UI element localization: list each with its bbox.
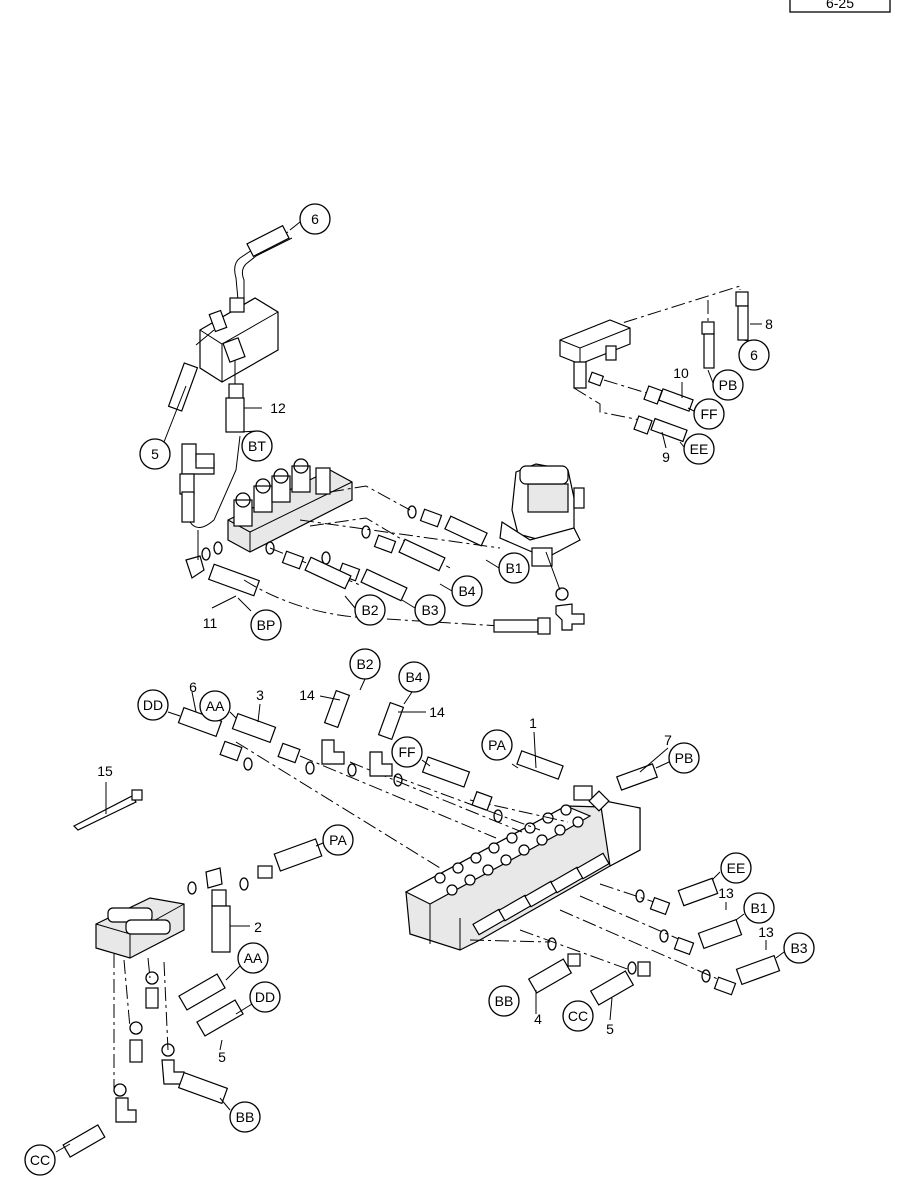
- bubble-PB-top: PB: [712, 369, 744, 401]
- bubble-DD-lower: DD: [249, 981, 281, 1013]
- bubble-B3-lower: B3: [783, 932, 815, 964]
- bubble-B1-top: B1: [498, 552, 530, 584]
- svg-text:PB: PB: [675, 750, 694, 766]
- svg-text:EE: EE: [690, 441, 709, 457]
- page-number-box: [789, 0, 891, 13]
- bubble-6-right: 6: [738, 339, 770, 371]
- bubble-FF-top: FF: [693, 398, 725, 430]
- callout-5-right: 5: [606, 1021, 614, 1037]
- bubble-CC-right: CC: [562, 1000, 594, 1032]
- svg-text:B1: B1: [505, 560, 522, 576]
- callout-5-lower: 5: [218, 1049, 226, 1065]
- callout-2: 2: [254, 919, 262, 935]
- bubble-PA-lower: PA: [322, 824, 354, 856]
- bubble-AA-top: AA: [199, 690, 231, 722]
- main-control-valve: [404, 785, 641, 951]
- bubble-B4-mid: B4: [398, 661, 430, 693]
- svg-text:PA: PA: [329, 832, 347, 848]
- callout-11: 11: [203, 615, 218, 631]
- page-number: 6-25: [826, 0, 854, 11]
- bubble-B4-top: B4: [451, 575, 483, 607]
- svg-text:B4: B4: [458, 583, 475, 599]
- callout-15: 15: [97, 763, 113, 779]
- bubble-leaders: [55, 221, 785, 1153]
- bubble-EE-top: EE: [683, 433, 715, 465]
- bubble-EE-lower: EE: [720, 852, 752, 884]
- callout-1: 1: [529, 715, 537, 731]
- pilot-pump-unit: [493, 463, 585, 635]
- svg-text:BB: BB: [236, 1109, 255, 1125]
- svg-text:DD: DD: [255, 989, 275, 1005]
- svg-text:5: 5: [151, 446, 159, 462]
- callout-13-upper: 13: [718, 885, 734, 901]
- bubble-BB-lower: BB: [229, 1101, 261, 1133]
- bubble-PA-mid: PA: [481, 729, 513, 761]
- svg-text:FF: FF: [700, 406, 717, 422]
- callout-14-left: 14: [299, 687, 315, 703]
- upper-valve-assembly: [167, 224, 353, 597]
- bubble-BT: BT: [241, 430, 273, 462]
- svg-text:FF: FF: [398, 744, 415, 760]
- callout-9: 9: [662, 449, 670, 465]
- svg-text:EE: EE: [727, 860, 746, 876]
- bubble-B1-lower: B1: [743, 892, 775, 924]
- bubble-B3-top: B3: [414, 594, 446, 626]
- bubble-FF-mid: FF: [391, 736, 423, 768]
- bubble-BP: BP: [250, 609, 282, 641]
- svg-text:B4: B4: [405, 669, 422, 685]
- svg-text:DD: DD: [143, 697, 163, 713]
- upper-right-manifold: [559, 285, 749, 443]
- bubble-CC-lower: CC: [24, 1144, 56, 1176]
- svg-text:BB: BB: [495, 993, 514, 1009]
- callout-6: 6: [189, 679, 197, 695]
- callout-14-right: 14: [429, 704, 445, 720]
- svg-text:B3: B3: [790, 940, 807, 956]
- bubble-AA-lower: AA: [237, 942, 269, 974]
- callout-3: 3: [256, 687, 264, 703]
- bubble-BB-right: BB: [488, 985, 520, 1017]
- circled-labels: 6 5 BT BP B2 B3 B4 B1 6 PB FF EE B2 B4 D…: [24, 203, 815, 1176]
- bubble-DD-top: DD: [137, 689, 169, 721]
- svg-text:PA: PA: [488, 737, 506, 753]
- callout-12: 12: [270, 400, 286, 416]
- callout-13-lower: 13: [758, 924, 774, 940]
- upper-fitting-row: [265, 505, 488, 602]
- svg-text:B2: B2: [356, 656, 373, 672]
- svg-text:6: 6: [750, 347, 758, 363]
- callout-10: 10: [673, 365, 689, 381]
- svg-text:CC: CC: [568, 1008, 588, 1024]
- bubble-PB-mid: PB: [668, 742, 700, 774]
- svg-text:AA: AA: [244, 950, 263, 966]
- svg-text:PB: PB: [719, 377, 738, 393]
- svg-text:AA: AA: [206, 698, 225, 714]
- svg-text:B1: B1: [750, 900, 767, 916]
- leader-lines: [105, 323, 767, 1051]
- callout-numbers: 6 12 11 8 10 9 14 14 3 1 7 15 2 5 4 5 13…: [97, 316, 774, 1065]
- svg-text:CC: CC: [30, 1152, 50, 1168]
- bubble-5-left: 5: [139, 438, 171, 470]
- bubble-B2-top: B2: [354, 594, 386, 626]
- lower-left-manifold: [62, 867, 249, 1158]
- svg-text:6: 6: [311, 211, 319, 227]
- svg-text:B3: B3: [421, 602, 438, 618]
- svg-text:BP: BP: [257, 617, 276, 633]
- bubble-6-top: 6: [299, 203, 331, 235]
- callout-8: 8: [765, 316, 773, 332]
- svg-text:B2: B2: [361, 602, 378, 618]
- callout-7: 7: [664, 732, 672, 748]
- callout-4: 4: [534, 1011, 542, 1027]
- cable-tie: [72, 789, 143, 831]
- svg-text:BT: BT: [248, 438, 266, 454]
- bubble-B2-mid: B2: [349, 648, 381, 680]
- main-valve-fittings: [177, 689, 781, 1006]
